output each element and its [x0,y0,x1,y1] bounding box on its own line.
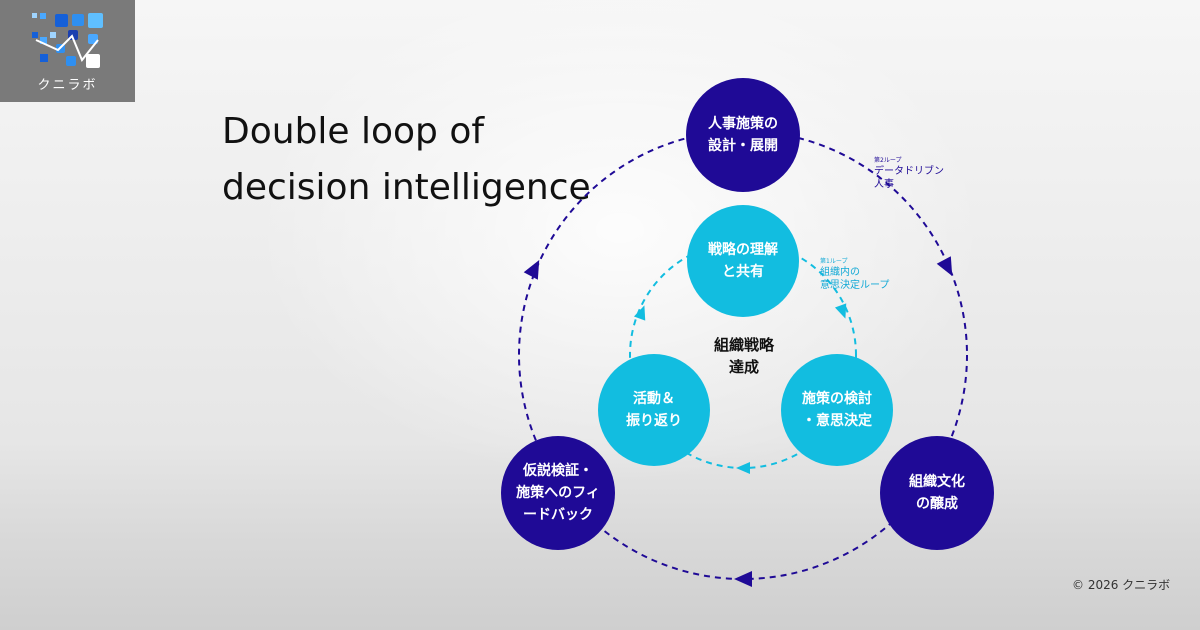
inner-node-decision-making: 施策の検討 ・意思決定 [781,354,893,466]
outer-loop-label-small: 第2ループ [874,157,902,164]
outer-arrow-left [523,260,540,280]
page-title: Double loop of decision intelligence [222,104,591,216]
title-line-1: Double loop of [222,111,485,152]
inner-loop-label: 第1ループ 組織内の 意思決定ループ [820,258,889,292]
inner-node-activity-review: 活動＆ 振り返り [598,354,710,466]
center-label: 組織戦略 達成 [713,336,774,376]
outer-node-org-culture: 組織文化 の醸成 [880,436,994,550]
title-line-2: decision intelligence [222,167,591,208]
logo-text: クニラボ [37,78,98,93]
copyright: © 2026 クニラボ [1072,578,1171,592]
inner-loop-label-big: 組織内の 意思決定ループ [820,267,890,291]
inner-arrow-left [633,305,646,321]
outer-loop-circle [518,130,968,580]
outer-node-hypothesis-feedback: 仮説検証・ 施策へのフィ ードバック [501,436,615,550]
inner-node-strategy-understanding: 戦略の理解 と共有 [687,205,799,317]
logo-mark-icon [32,13,103,68]
outer-arrow-right [936,256,953,276]
outer-loop-label-big: データドリブン 人事 [874,166,944,190]
inner-loop-label-small: 第1ループ [820,258,848,265]
inner-arrow-bottom [736,462,750,474]
outer-node-hr-measures: 人事施策の 設計・展開 [686,78,800,192]
outer-arrow-bottom [734,571,752,587]
inner-arrow-right [834,303,847,319]
logo[interactable]: クニラボ [0,0,135,102]
outer-loop-label: 第2ループ データドリブン 人事 [874,157,944,191]
